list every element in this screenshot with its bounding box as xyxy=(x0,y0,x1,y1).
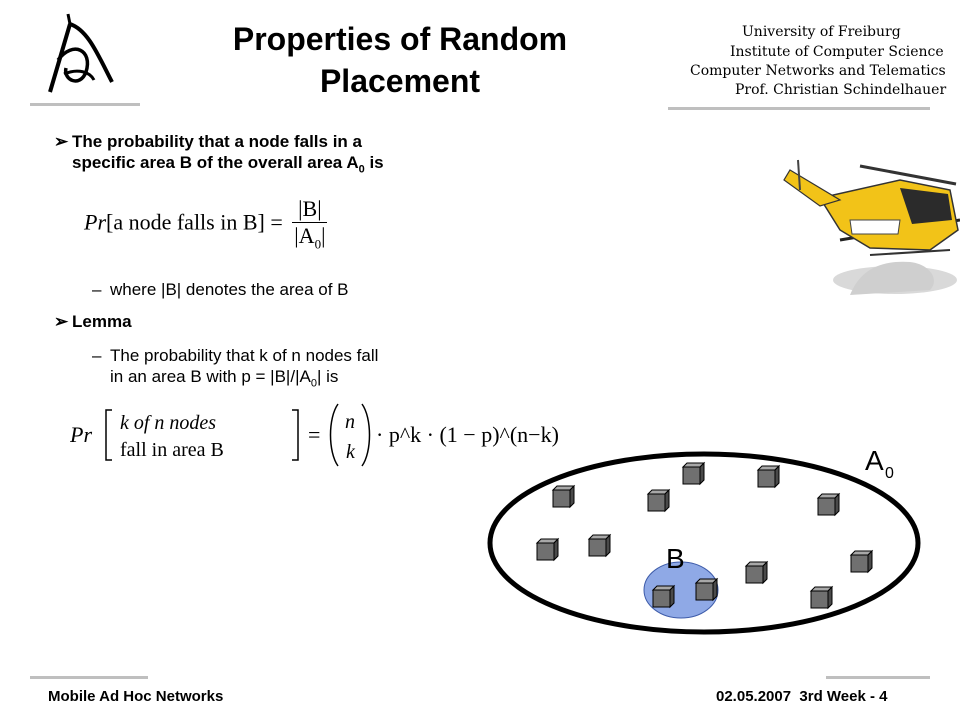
node-cube xyxy=(744,560,769,585)
bullet-arrow-icon: ➢ xyxy=(54,312,69,331)
formula-2-rest: · p^k · (1 − p)^(n−k) xyxy=(376,422,559,447)
sub-item-1-text: where |B| denotes the area of B xyxy=(110,280,349,299)
formula-probability-node-in-b: Pr[a node falls in B] = |B| |A0| xyxy=(84,196,331,252)
dash-icon: – xyxy=(92,280,102,299)
title-line-1: Properties of Random xyxy=(232,21,568,57)
formula-1-lhs: [a node falls in B] = xyxy=(106,209,283,235)
bullet-1-line-2: specific area B of the overall area A0 i… xyxy=(72,152,384,180)
bullet-1: ➢ The probability that a node falls in a… xyxy=(54,131,384,180)
formula-2-bottom: fall in area B xyxy=(120,439,224,461)
logo-underline xyxy=(30,103,140,106)
formula-2-binom-top: n xyxy=(345,411,355,433)
sub-item-2-line-1: The probability that k of n nodes fall xyxy=(110,346,379,365)
helicopter-image xyxy=(783,159,960,295)
formula-1-den-text: |A xyxy=(294,223,315,248)
formula-binomial-probability: Pr k of n nodes fall in area B = n k · p… xyxy=(70,403,559,467)
formula-2-pr: Pr xyxy=(70,422,92,447)
footer-date-week: 02.05.2007 3rd Week - 4 xyxy=(716,688,888,705)
bullet-arrow-icon: ➢ xyxy=(54,132,69,151)
institution-institute: Institute of Computer Science xyxy=(730,44,944,60)
institution-professor: Prof. Christian Schindelhauer xyxy=(735,82,947,98)
formula-1-numerator: |B| xyxy=(292,196,328,223)
institution-group: Computer Networks and Telematics xyxy=(690,63,946,79)
sub-item-2-suffix: | is xyxy=(316,367,339,386)
formula-1-pr: Pr xyxy=(84,209,106,235)
formula-2-binom-bottom: k xyxy=(346,441,356,463)
sub-item-2-subscript: 0 xyxy=(310,377,317,390)
dash-icon: – xyxy=(92,346,102,365)
formula-1-den-sub: 0 xyxy=(314,236,322,252)
label-a: A xyxy=(865,445,884,476)
node-cube xyxy=(809,585,834,610)
node-cube xyxy=(646,488,671,513)
footer-rule-right xyxy=(826,676,930,679)
title-line-2: Placement xyxy=(319,63,481,99)
label-a-subscript: 0 xyxy=(885,465,894,482)
node-cube xyxy=(551,484,576,509)
footer-course: Mobile Ad Hoc Networks xyxy=(48,688,224,705)
node-cube xyxy=(681,461,706,486)
formula-1-fraction: |B| |A0| xyxy=(292,196,328,252)
bullet-2-text: Lemma xyxy=(72,312,132,331)
formula-1-denominator: |A0| xyxy=(292,223,327,252)
label-b: B xyxy=(666,543,685,574)
bullet-1-suffix: is xyxy=(364,153,384,172)
area-a0-ellipse xyxy=(487,451,921,635)
bullet-1-line-1: The probability that a node falls in a xyxy=(72,132,362,151)
formula-2-equals: = xyxy=(308,422,320,447)
bullet-2: ➢ Lemma xyxy=(54,311,132,332)
nodes-group xyxy=(535,461,874,610)
random-placement-diagram: A 0 B xyxy=(487,445,921,635)
footer-rule-left xyxy=(30,676,148,679)
bullet-1-text: specific area B of the overall area A xyxy=(72,153,359,172)
sub-item-2-line-2: in an area B with p = |B|/|A0| is xyxy=(110,366,378,394)
node-cube xyxy=(587,533,612,558)
node-cube xyxy=(756,464,781,489)
node-cube xyxy=(694,577,719,602)
node-cube xyxy=(849,549,874,574)
header-rule xyxy=(668,107,930,110)
sub-item-2-text: in an area B with p = |B|/|A xyxy=(110,367,311,386)
page-title: Properties of Random Placement xyxy=(170,18,630,102)
sub-item-2: – The probability that k of n nodes fall… xyxy=(92,345,379,394)
formula-2-top: k of n nodes xyxy=(120,412,216,434)
university-logo xyxy=(48,13,114,93)
node-cube xyxy=(816,492,841,517)
bullet-1-subscript: 0 xyxy=(358,163,365,176)
institution-university: University of Freiburg xyxy=(742,24,901,40)
formula-1-den-bar: | xyxy=(321,223,326,248)
node-cube xyxy=(651,584,676,609)
sub-item-1: – where |B| denotes the area of B xyxy=(92,279,349,300)
node-cube xyxy=(535,537,560,562)
